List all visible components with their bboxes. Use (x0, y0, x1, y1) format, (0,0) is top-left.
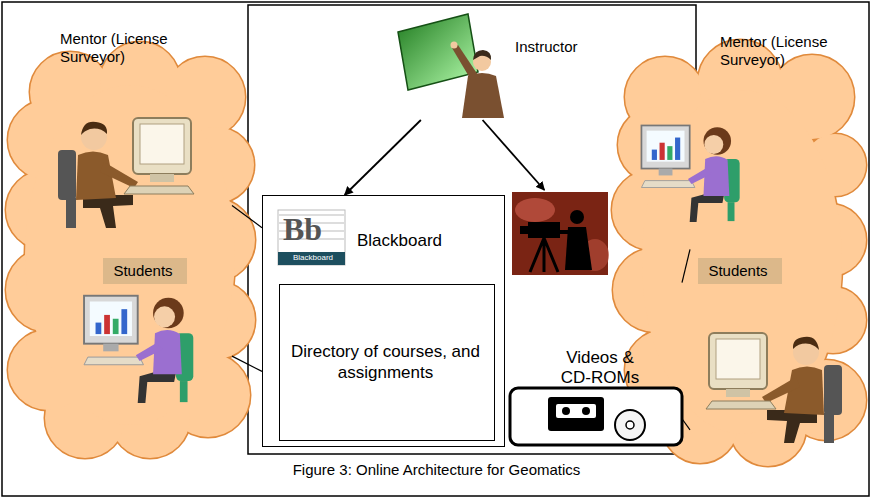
logo-letters: Bb (283, 210, 343, 248)
node-label: Directory of courses, and assignments (280, 342, 491, 383)
node-label: Videos & CD-ROMs (550, 348, 650, 389)
flow-arrow (345, 120, 421, 195)
mentor-cloud: Mentor (License Surveyor) Students (5, 25, 232, 455)
node-label: Students (103, 262, 183, 280)
mentor-cloud: Mentor (License Surveyor) Students (690, 25, 868, 465)
media-box: Videos & CD-ROMs (510, 190, 682, 447)
link-line (682, 249, 690, 282)
students-box: Students (103, 258, 187, 284)
directory-box: Directory of courses, and assignments (279, 284, 495, 441)
node-label: Mentor (License Surveyor) (60, 30, 180, 66)
students-box: Students (698, 258, 782, 284)
link-line (232, 206, 262, 228)
logo-wordmark: Blackboard (282, 253, 344, 263)
instructor-figure: Instructor (395, 10, 594, 120)
node-label: Blackboard (357, 231, 467, 251)
node-label: Students (698, 262, 778, 280)
link-line (682, 419, 690, 430)
flow-arrow (483, 120, 545, 190)
figure-caption: Figure 3: Online Architecture for Geomat… (0, 461, 873, 479)
node-label: Instructor (515, 38, 590, 56)
node-label: Mentor (License Surveyor) (720, 33, 840, 69)
link-line (232, 356, 262, 371)
